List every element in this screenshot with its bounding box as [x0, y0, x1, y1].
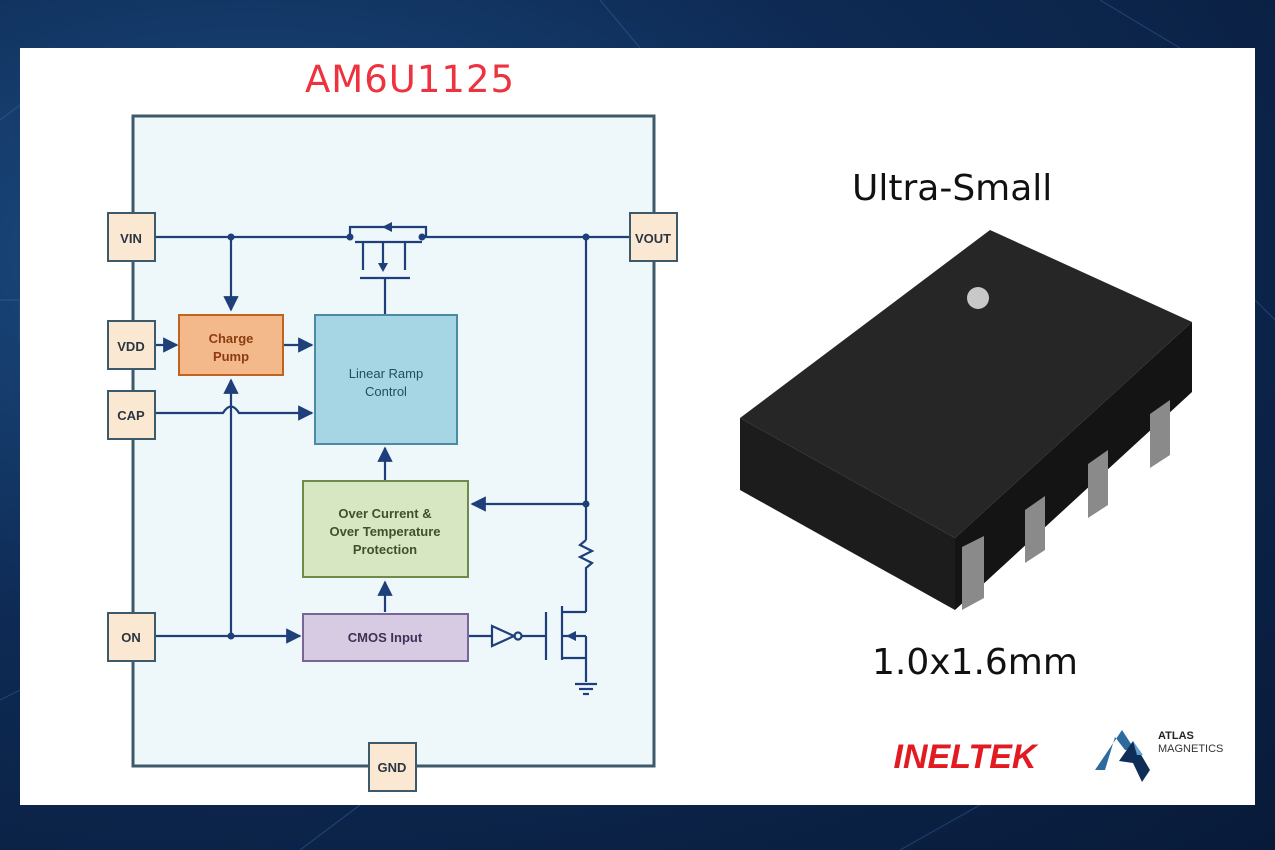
linear-ramp-line1: Linear Ramp [349, 366, 423, 381]
pin-vin-label: VIN [120, 231, 142, 246]
pin-on: ON [107, 612, 156, 662]
cmos-input-label: CMOS Input [348, 630, 423, 645]
charge-pump-line1: Charge [209, 331, 254, 346]
wires [155, 225, 630, 696]
part-number-title: AM6U1125 [305, 58, 516, 101]
pin-vout-label: VOUT [635, 231, 671, 246]
charge-pump-block: Charge Pump [178, 314, 284, 376]
pin-vdd: VDD [107, 320, 156, 370]
linear-ramp-line2: Control [365, 384, 407, 399]
protection-line2: Over Temperature [329, 524, 440, 539]
pin-cap: CAP [107, 390, 156, 440]
charge-pump-line2: Pump [213, 349, 249, 364]
cmos-input-block: CMOS Input [302, 613, 469, 662]
pin-gnd-label: GND [378, 760, 407, 775]
atlas-logo-text: ATLAS [1158, 730, 1194, 742]
package-dimensions: 1.0x1.6mm [872, 642, 1078, 683]
pin-vin: VIN [107, 212, 156, 262]
ineltek-logo-text: INELTEK [894, 738, 1039, 775]
package-illustration [740, 230, 1192, 610]
package-size-label: Ultra-Small [852, 168, 1053, 209]
pin-on-label: ON [121, 630, 141, 645]
pin-cap-label: CAP [117, 408, 145, 423]
atlas-magnetics-logo: ATLAS MAGNETICS [1095, 730, 1223, 782]
protection-line1: Over Current & [338, 506, 431, 521]
pin-gnd: GND [368, 742, 417, 792]
magnetics-logo-text: MAGNETICS [1158, 743, 1223, 755]
protection-block: Over Current & Over Temperature Protecti… [302, 480, 469, 578]
protection-line3: Protection [353, 542, 417, 557]
ineltek-logo: INELTEK [858, 738, 1072, 775]
linear-ramp-block: Linear Ramp Control [314, 314, 458, 445]
pin-vdd-label: VDD [117, 339, 144, 354]
pin-vout: VOUT [629, 212, 678, 262]
